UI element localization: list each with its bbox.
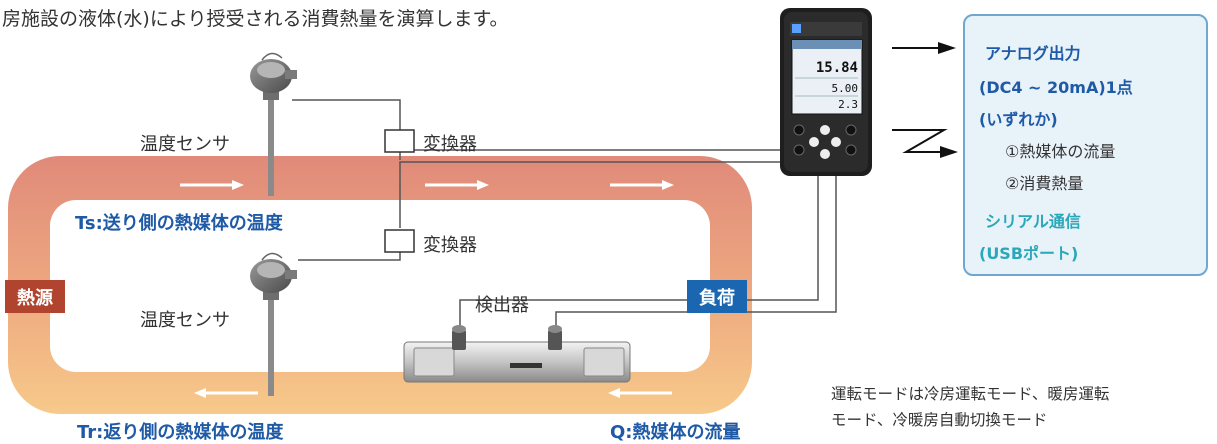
converter-label-bottom: 変換器 [423, 235, 477, 256]
analog-output-either: (いずれか) [979, 110, 1058, 129]
supply-flow-arrows [180, 180, 674, 190]
flow-detector [403, 325, 631, 383]
serial-comm-port: (USBポート) [979, 244, 1079, 263]
flow-computer-device: 15.84 5.00 2.3 [780, 8, 872, 176]
temperature-sensor-top [250, 52, 297, 196]
converter-box-bottom [384, 229, 415, 253]
output-info-box: アナログ出力 (DC4 ~ 20mA)1点 (いずれか) ①熱媒体の流量 ②消費… [963, 14, 1208, 276]
return-flow-arrows [194, 388, 672, 398]
intro-text: 房施設の液体(水)により授受される消費熱量を演算します。 [2, 8, 509, 30]
device-value-3: 2.3 [838, 98, 858, 111]
load-tag: 負荷 [687, 280, 747, 313]
analog-output-spec: (DC4 ~ 20mA)1点 [979, 78, 1133, 97]
analog-option-heat: ②消費熱量 [1005, 174, 1084, 193]
output-arrows [892, 42, 958, 158]
converter-label-top: 変換器 [423, 134, 477, 155]
device-value-2: 5.00 [832, 82, 859, 95]
temperature-sensor-bottom [250, 252, 297, 396]
temperature-sensor-label-top: 温度センサ [140, 134, 230, 155]
mode-note-line-2: モード、冷暖房自動切換モード [831, 411, 1048, 429]
pipe-loop [8, 156, 752, 414]
converter-box-top [384, 129, 415, 153]
analog-output-title: アナログ出力 [985, 44, 1081, 63]
detector-label: 検出器 [475, 295, 529, 316]
flow-rate-label: Q:熱媒体の流量 [610, 422, 741, 443]
serial-comm-title: シリアル通信 [985, 212, 1081, 231]
supply-temperature-label: Ts:送り側の熱媒体の温度 [75, 213, 283, 234]
return-temperature-label: Tr:返り側の熱媒体の温度 [77, 422, 284, 443]
device-value-1: 15.84 [816, 60, 858, 76]
temperature-sensor-label-bottom: 温度センサ [140, 310, 230, 331]
mode-note-line-1: 運転モードは冷房運転モード、暖房運転 [831, 385, 1110, 403]
analog-option-flow: ①熱媒体の流量 [1005, 142, 1116, 161]
heat-source-tag: 熱源 [5, 280, 65, 313]
